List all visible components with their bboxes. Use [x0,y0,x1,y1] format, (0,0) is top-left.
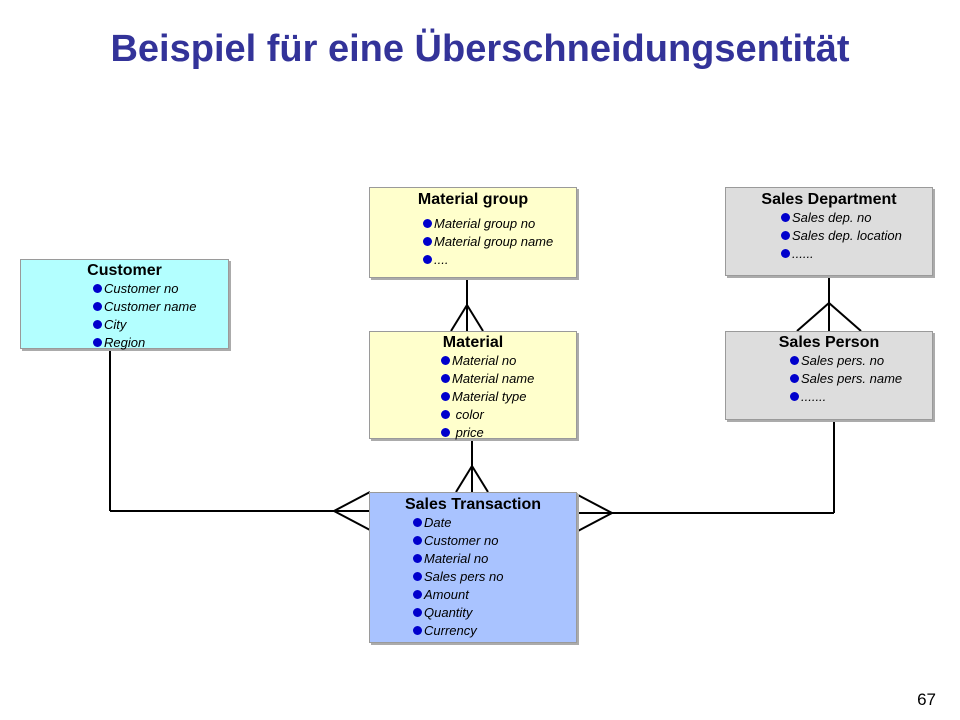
attribute: Quantity [413,604,576,622]
entity-sales-transaction[interactable]: Sales Transaction Date Customer no Mater… [369,492,577,643]
attribute: Customer no [413,532,576,550]
transaction-crowsfoot-right [575,493,615,533]
bullet-icon [781,213,790,223]
bullet-icon [413,554,422,564]
attribute: Sales pers. name [790,370,932,388]
bullet-icon [441,410,450,420]
attribute: Sales dep. no [781,209,932,227]
bullet-icon [93,338,102,348]
bullet-icon [441,374,450,384]
bullet-icon [413,626,422,636]
entity-title: Material [442,334,504,351]
bullet-icon [423,219,432,229]
attribute: Customer name [93,298,228,316]
attribute: Sales pers no [413,568,576,586]
person-crowsfoot [796,301,862,332]
attribute: ....... [790,388,932,406]
entity-sales-person[interactable]: Sales Person Sales pers. no Sales pers. … [725,331,933,420]
attribute: Currency [413,622,576,640]
attribute: City [93,316,228,334]
bullet-icon [413,518,422,528]
bullet-icon [423,237,432,247]
bullet-icon [413,572,422,582]
bullet-icon [781,231,790,241]
material-crowsfoot [450,303,484,332]
attribute: Sales dep. location [781,227,932,245]
bullet-icon [413,608,422,618]
bullet-icon [423,255,432,265]
bullet-icon [441,356,450,366]
bullet-icon [93,320,102,330]
page-number: 67 [917,690,936,709]
attribute: .... [423,251,576,269]
entity-material-group[interactable]: Material group Material group no Materia… [369,187,577,278]
entity-customer[interactable]: Customer Customer no Customer name City … [20,259,229,352]
attribute: Region [93,334,228,352]
attribute: price [441,424,576,442]
bullet-icon [93,284,102,294]
attribute: Material no [441,352,576,370]
entity-sales-department[interactable]: Sales Department Sales dep. no Sales dep… [725,187,933,276]
attribute: Date [413,514,576,532]
entity-title: Sales Department [761,191,897,208]
attribute: Material name [441,370,576,388]
attribute: color [441,406,576,424]
bullet-icon [790,392,799,402]
entity-title: Sales Person [778,334,880,351]
bullet-icon [790,374,799,384]
attribute: Customer no [93,280,228,298]
bullet-icon [93,302,102,312]
customer-crowsfoot [331,491,371,531]
entity-material[interactable]: Material Material no Material name Mater… [369,331,577,442]
transaction-crowsfoot-top [455,464,489,493]
attribute: Material type [441,388,576,406]
entity-title: Material group [417,191,529,208]
attribute: Sales pers. no [790,352,932,370]
attribute: ...... [781,245,932,263]
page-title: Beispiel für eine Überschneidungsentität [110,28,850,70]
bullet-icon [413,590,422,600]
attribute: Material group no [423,215,576,233]
bullet-icon [441,392,450,402]
bullet-icon [441,428,450,438]
entity-title: Customer [87,262,162,279]
entity-title: Sales Transaction [404,496,542,513]
attribute: Material group name [423,233,576,251]
bullet-icon [413,536,422,546]
bullet-icon [781,249,790,259]
attribute: Material no [413,550,576,568]
attribute: Amount [413,586,576,604]
bullet-icon [790,356,799,366]
